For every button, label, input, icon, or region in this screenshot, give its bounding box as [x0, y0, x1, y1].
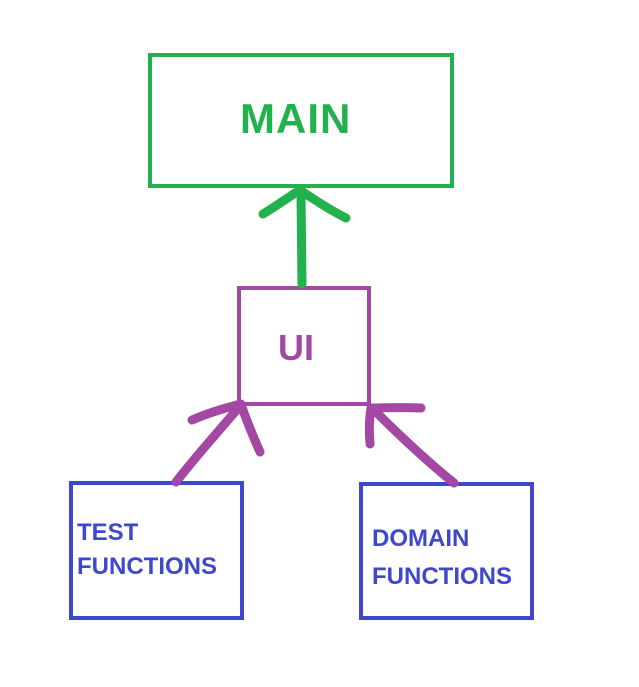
- test-functions-label-line2: FUNCTIONS: [77, 553, 217, 580]
- ui-box: [237, 286, 371, 406]
- domain-functions-label-line2: FUNCTIONS: [372, 563, 512, 590]
- main-box: [148, 53, 454, 188]
- domain-functions-box: [359, 482, 534, 620]
- arrow-test-to-ui: [171, 399, 265, 487]
- arrow-ui-to-main: [258, 185, 351, 289]
- domain-functions-label-line1: DOMAIN: [372, 525, 470, 552]
- test-functions-label-line1: TEST: [77, 519, 139, 546]
- test-functions-box: [69, 481, 244, 620]
- arrow-domain-to-ui: [364, 403, 459, 488]
- domain-functions-label: DOMAIN FUNCTIONS: [372, 520, 512, 596]
- main-label: MAIN: [240, 95, 352, 142]
- ui-label: UI: [278, 327, 314, 368]
- test-functions-label: TEST FUNCTIONS: [77, 516, 217, 584]
